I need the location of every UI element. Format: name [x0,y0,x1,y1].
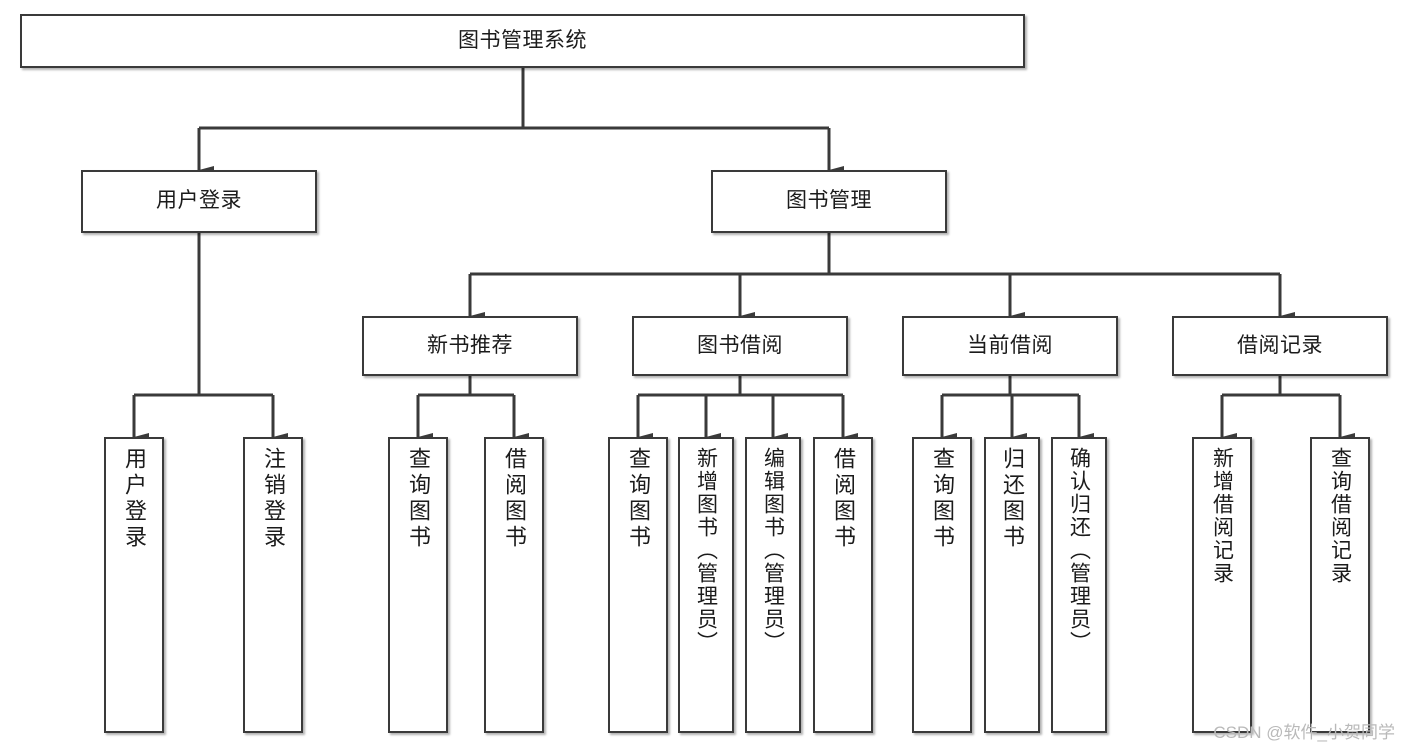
node-leaf-return-book[interactable]: 归还图书 [984,437,1040,733]
node-label: 借阅记录 [1237,333,1323,357]
node-label: 新书推荐 [427,333,513,357]
node-label: 图书管理系统 [458,28,587,52]
node-leaf-user-login[interactable]: 用户登录 [104,437,164,733]
node-label: 当前借阅 [967,333,1053,357]
node-leaf-query-book-3[interactable]: 查询图书 [912,437,972,733]
node-leaf-logout[interactable]: 注销登录 [243,437,303,733]
node-label: 新增图书（管理员） [694,447,718,654]
node-label: 查询图书 [406,447,431,551]
node-user-login[interactable]: 用户登录 [81,170,317,233]
node-label: 确认归还（管理员） [1067,447,1091,654]
node-leaf-query-book-1[interactable]: 查询图书 [388,437,448,733]
node-leaf-confirm-ret[interactable]: 确认归还（管理员） [1051,437,1107,733]
node-label: 查询借阅记录 [1328,447,1352,585]
node-leaf-add-record[interactable]: 新增借阅记录 [1192,437,1252,733]
connector-lines [132,68,1355,441]
node-label: 用户登录 [122,447,147,551]
node-label: 借阅图书 [502,447,527,551]
node-label: 归还图书 [1000,447,1025,551]
node-leaf-add-book[interactable]: 新增图书（管理员） [678,437,734,733]
node-label: 查询图书 [930,447,955,551]
node-current-borrow[interactable]: 当前借阅 [902,316,1118,376]
node-label: 借阅图书 [831,447,856,551]
node-root[interactable]: 图书管理系统 [20,14,1025,68]
node-new-book-rec[interactable]: 新书推荐 [362,316,578,376]
node-leaf-borrow-book-1[interactable]: 借阅图书 [484,437,544,733]
node-leaf-borrow-book-2[interactable]: 借阅图书 [813,437,873,733]
node-book-manage[interactable]: 图书管理 [711,170,947,233]
node-leaf-edit-book[interactable]: 编辑图书（管理员） [745,437,801,733]
node-leaf-query-record[interactable]: 查询借阅记录 [1310,437,1370,733]
node-label: 图书借阅 [697,333,783,357]
node-label: 编辑图书（管理员） [761,447,785,654]
node-label: 图书管理 [786,189,872,213]
node-book-borrow[interactable]: 图书借阅 [632,316,848,376]
node-label: 注销登录 [261,447,286,551]
node-label: 用户登录 [156,189,242,213]
node-label: 新增借阅记录 [1210,447,1234,585]
node-leaf-query-book-2[interactable]: 查询图书 [608,437,668,733]
node-borrow-record[interactable]: 借阅记录 [1172,316,1388,376]
node-label: 查询图书 [626,447,651,551]
